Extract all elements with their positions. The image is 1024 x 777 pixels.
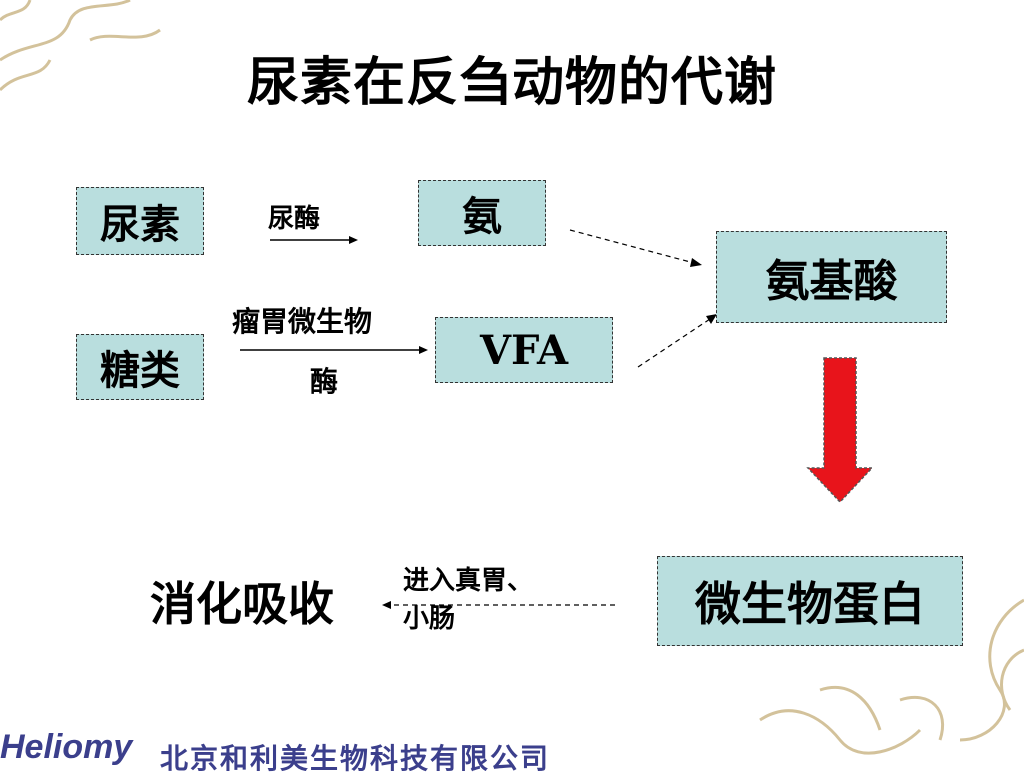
- arrow-ammonia-to-amino-acid: [569, 229, 702, 267]
- label-enter-line1: 进入真胃、: [403, 566, 534, 596]
- ornament-top-left: [0, 0, 161, 92]
- page-title: 尿素在反刍动物的代谢: [246, 53, 777, 113]
- label-enter-line2: 小肠: [403, 604, 456, 634]
- node-sugar: 糖类: [76, 334, 204, 400]
- label-urease: 尿酶: [268, 204, 321, 234]
- arrow-amino-acid-to-microbial-protein: [806, 357, 874, 504]
- node-digest-absorb: 消化吸收: [150, 577, 334, 631]
- label-rumen-microbe-line1: 瘤胃微生物: [232, 305, 373, 338]
- node-ammonia: 氨: [418, 180, 546, 246]
- arrow-vfa-to-amino-acid: [637, 314, 717, 368]
- arrow-sugar-to-vfa: [240, 346, 428, 354]
- label-rumen-microbe-line2: 酶: [310, 365, 339, 398]
- node-amino-acid: 氨基酸: [716, 231, 947, 323]
- footer-logo: Heliomy: [0, 728, 133, 766]
- node-urea: 尿素: [76, 187, 204, 255]
- ornament-bottom-right: [759, 598, 1024, 755]
- node-microbial-protein: 微生物蛋白: [657, 556, 963, 646]
- arrow-microbial-protein-to-digest: [382, 601, 615, 609]
- footer-company-name: 北京和利美生物科技有限公司: [160, 742, 551, 775]
- node-vfa: VFA: [435, 317, 613, 383]
- arrow-urea-to-ammonia: [270, 236, 358, 244]
